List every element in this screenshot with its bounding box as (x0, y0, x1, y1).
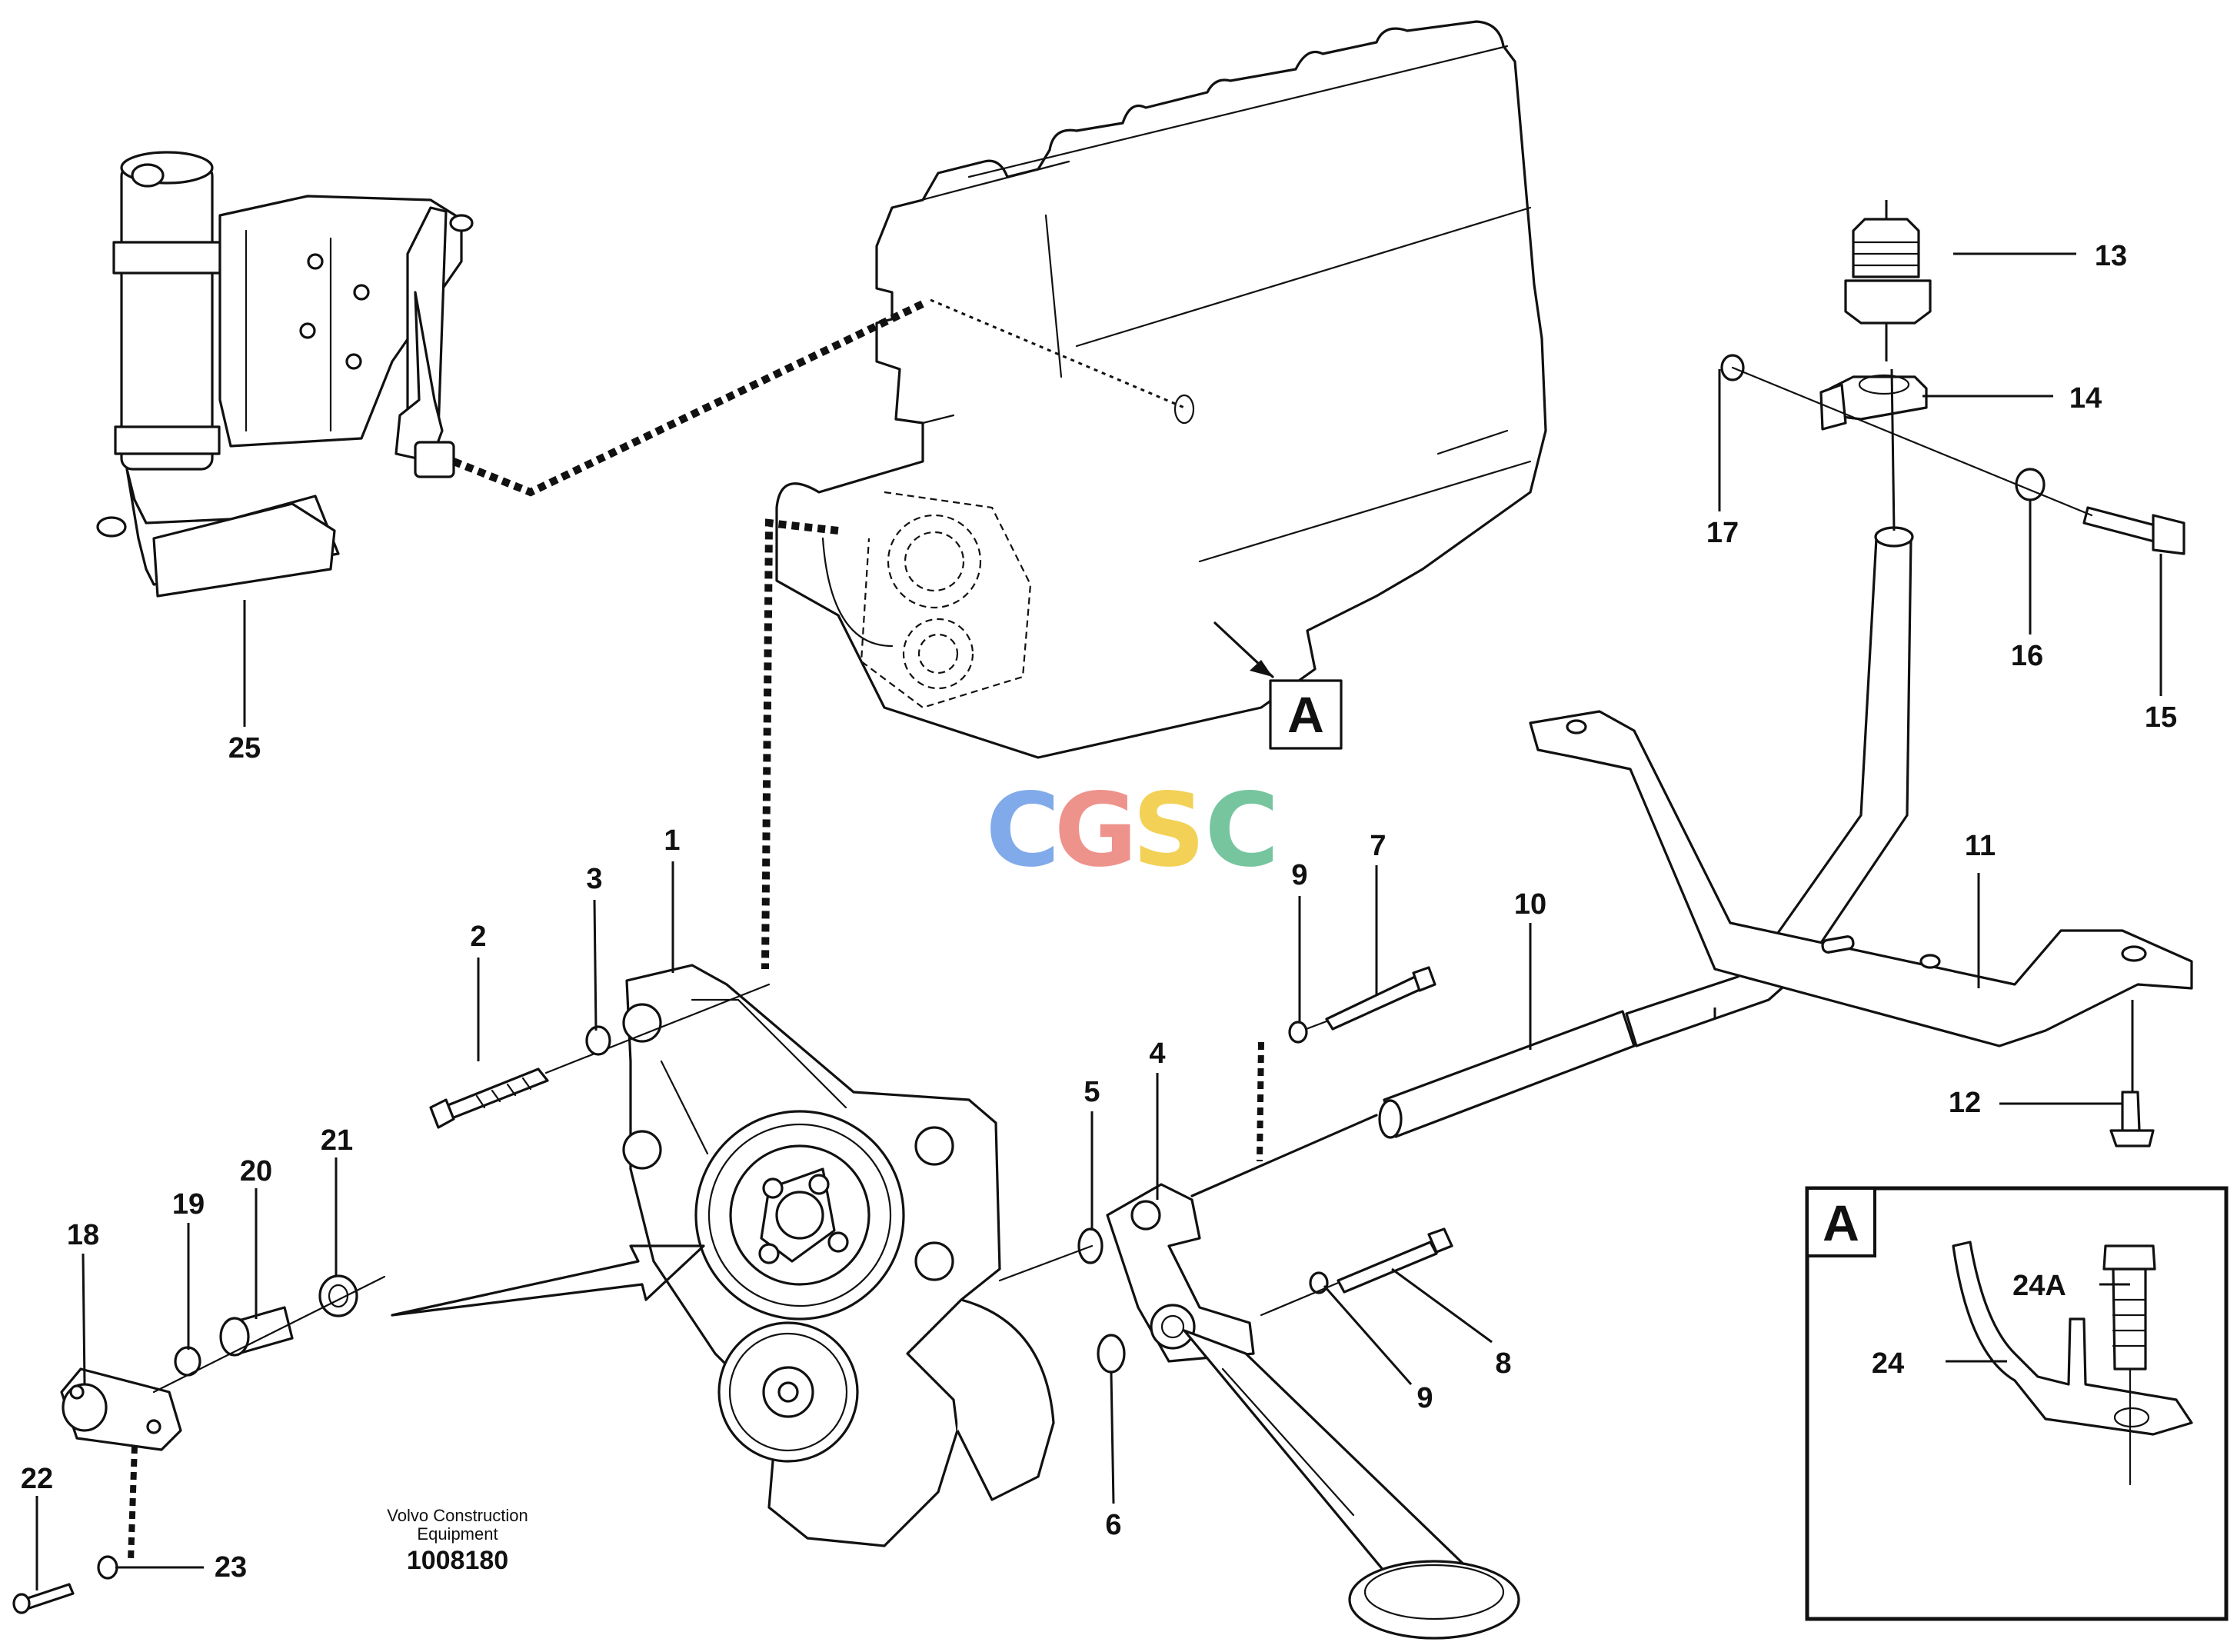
oil-pump-body (622, 964, 1055, 1547)
label-24a: 24A (2012, 1270, 2066, 1302)
view-marker-a: A (1287, 686, 1324, 743)
label-13: 13 (2095, 240, 2127, 272)
oil-filter-assembly (96, 151, 474, 598)
bolt-2 (429, 1067, 549, 1129)
label-9-upper: 9 (1291, 859, 1307, 891)
part-labels: 1 2 3 4 5 6 7 8 9 9 10 11 12 13 14 15 16… (21, 240, 2177, 1584)
label-9-lower: 9 (1416, 1382, 1433, 1414)
label-19: 19 (172, 1188, 205, 1221)
watermark-letter-3: S (1132, 771, 1205, 890)
label-7: 7 (1370, 830, 1386, 862)
bolt-8 (1337, 1241, 1438, 1294)
detail-inset-a: A (1805, 1186, 2229, 1621)
watermark-letter-1: C (986, 771, 1060, 890)
washer-3 (585, 1025, 611, 1056)
watermark-letter-4: C (1205, 771, 1280, 890)
washer-23 (97, 1555, 118, 1580)
label-10: 10 (1514, 888, 1546, 921)
breather-fittings (1720, 200, 2185, 555)
footer-number: 1008180 (407, 1546, 508, 1575)
inset-label: A (1823, 1194, 1859, 1251)
o-ring-6 (1097, 1334, 1126, 1374)
label-4: 4 (1149, 1037, 1165, 1070)
washer-9-upper (1288, 1021, 1308, 1044)
label-12: 12 (1949, 1087, 1981, 1119)
label-25: 25 (228, 732, 261, 764)
watermark-letter-2: G (1054, 771, 1137, 890)
label-17: 17 (1706, 517, 1739, 549)
label-23: 23 (215, 1551, 247, 1584)
bolt-22 (22, 1583, 75, 1610)
oil-tube-and-bracket (1190, 526, 2193, 1197)
bolt-7 (1325, 975, 1423, 1031)
footer-company-line2: Equipment (417, 1524, 498, 1544)
footer-company: Volvo Construction (387, 1506, 528, 1525)
label-14: 14 (2069, 382, 2102, 415)
label-21: 21 (321, 1124, 353, 1157)
label-2: 2 (470, 921, 486, 953)
label-22: 22 (21, 1463, 53, 1495)
oil-pickup (1106, 1183, 1520, 1640)
engine-block: A (775, 20, 1547, 759)
label-1: 1 (664, 824, 680, 857)
label-24: 24 (1872, 1347, 1904, 1380)
label-5: 5 (1084, 1076, 1100, 1108)
leader-lines (35, 252, 2162, 1590)
washer-9-lower (1309, 1271, 1329, 1294)
label-11: 11 (1965, 830, 1996, 862)
label-8: 8 (1495, 1347, 1511, 1380)
footer-credit: Volvo Construction Equipment 1008180 (387, 1506, 528, 1575)
label-6: 6 (1105, 1509, 1121, 1541)
label-15: 15 (2145, 701, 2177, 734)
label-18: 18 (67, 1219, 99, 1251)
label-20: 20 (240, 1155, 272, 1187)
relief-valve-parts (60, 1274, 386, 1451)
label-3: 3 (586, 863, 602, 895)
watermark-logo: C G S C (986, 771, 1280, 890)
label-16: 16 (2011, 640, 2043, 672)
